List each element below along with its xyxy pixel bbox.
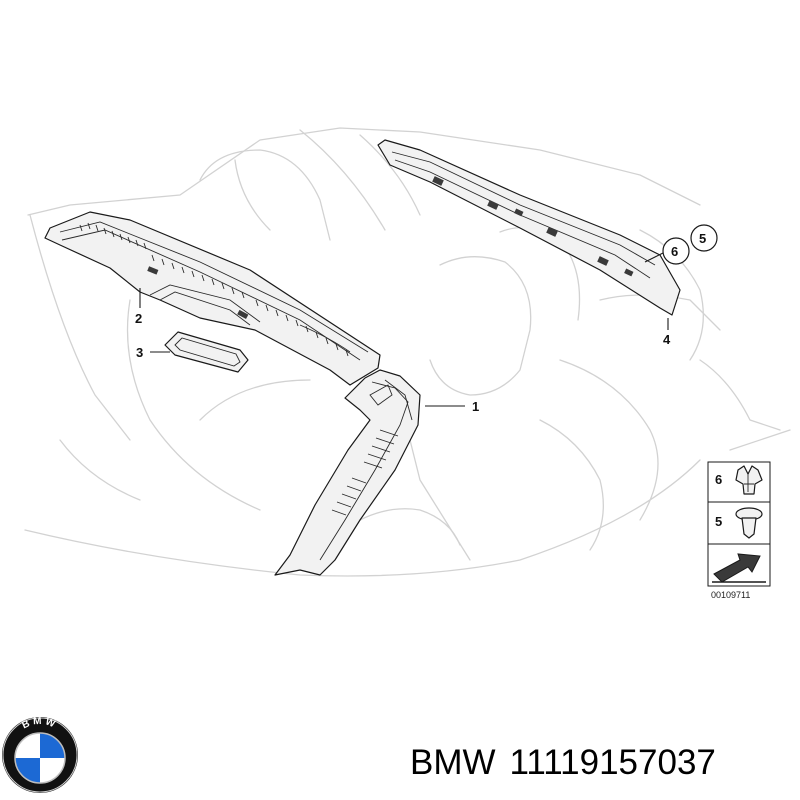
svg-text:BMW: BMW (20, 716, 59, 732)
car-interior-outline (24, 127, 791, 577)
arrow-icon (712, 553, 766, 583)
bmw-logo: BMW (2, 716, 78, 793)
callout-5-circle: 5 (690, 224, 718, 252)
callout-3-label: 3 (136, 345, 143, 360)
legend-item-6-label: 6 (715, 472, 722, 487)
clip-nut-icon (735, 465, 763, 495)
callout-5-label: 5 (699, 231, 706, 246)
part-1-vents (331, 429, 399, 516)
reference-number: 00109711 (711, 590, 750, 600)
part-caption: BMW 11119157037 (410, 740, 794, 786)
callout-2: 2 (135, 288, 142, 326)
legend-item-5-label: 5 (715, 514, 722, 529)
part-2-upper-trim (44, 211, 381, 386)
callout-4-label: 4 (663, 332, 671, 347)
push-rivet-icon (735, 507, 763, 539)
caption-part-number: 11119157037 (509, 743, 716, 782)
callout-4: 4 (663, 318, 671, 347)
part-4-rear-trim (377, 139, 681, 316)
part-3-cover (164, 331, 249, 373)
callout-1: 1 (425, 399, 479, 414)
part-1-pillar-trim (274, 369, 421, 576)
callout-2-label: 2 (135, 311, 142, 326)
callout-6-circle: 6 (644, 237, 690, 265)
caption-brand: BMW (410, 743, 496, 782)
part-2-hatching (79, 222, 349, 357)
callout-1-label: 1 (472, 399, 479, 414)
fastener-legend: 6 5 00109711 (707, 461, 771, 600)
logo-text: BMW (20, 716, 56, 732)
callout-3: 3 (136, 345, 170, 360)
callout-6-label: 6 (671, 244, 678, 259)
